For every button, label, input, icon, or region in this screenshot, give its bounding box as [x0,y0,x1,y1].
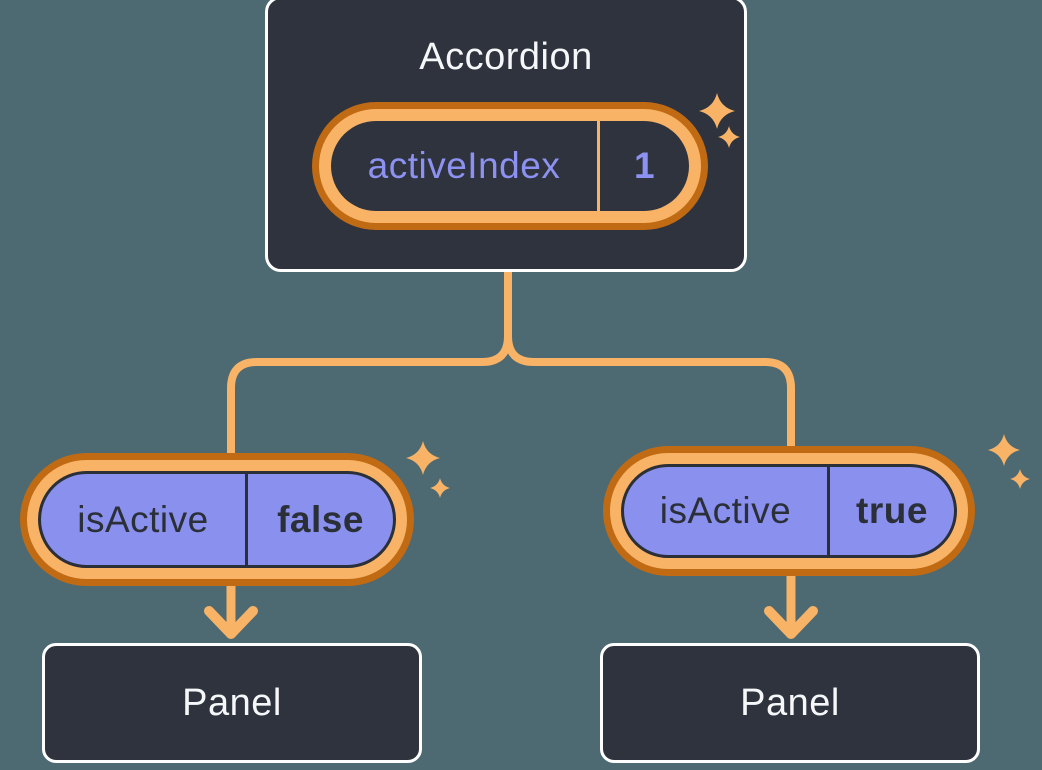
right-prop-pill: isActive true [610,453,968,569]
wire-root-to-right-child [504,272,795,460]
state-name: activeIndex [367,145,561,186]
sparkle-icon [406,441,450,498]
pill-divider [827,467,830,555]
arrow-down-icon [204,606,258,639]
right-panel-card: Panel [600,643,980,763]
left-panel-card: Panel [42,643,422,763]
state-value: 1 [633,145,656,186]
left-prop-pill-core: isActive false [38,471,396,568]
accordion-state-pill: activeIndex 1 [319,109,701,223]
wire-root-to-left-child [227,272,512,466]
prop-value: true [856,490,928,531]
arrow-down-icon [764,606,818,639]
prop-value: false [277,498,364,540]
state-pill-core: activeIndex 1 [331,121,689,211]
sparkle-icon [988,434,1030,489]
right-prop-pill-core: isActive true [621,464,957,558]
prop-name: isActive [659,490,792,531]
left-prop-pill: isActive false [27,460,407,579]
pill-divider [245,474,248,565]
prop-name: isActive [77,498,209,540]
pill-divider [597,121,600,211]
accordion-title: Accordion [419,36,593,78]
